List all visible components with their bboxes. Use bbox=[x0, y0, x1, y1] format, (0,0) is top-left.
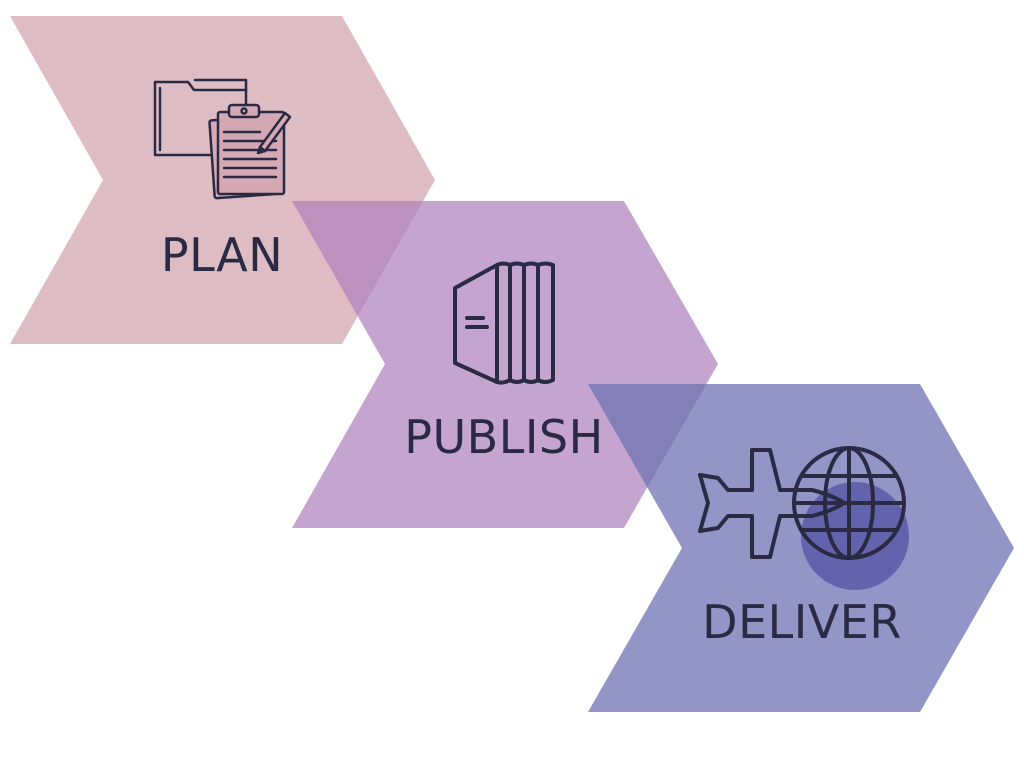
plane-globe-icon bbox=[698, 446, 909, 590]
books-icon bbox=[453, 261, 555, 385]
chevron-publish bbox=[292, 201, 718, 528]
chevron-deliver bbox=[588, 384, 1014, 712]
label-plan: PLAN bbox=[161, 228, 283, 282]
step-deliver bbox=[588, 384, 1014, 712]
label-deliver: DELIVER bbox=[702, 595, 902, 649]
folder-clipboard-icon bbox=[153, 78, 292, 200]
label-publish: PUBLISH bbox=[404, 410, 603, 464]
step-publish bbox=[292, 201, 718, 528]
